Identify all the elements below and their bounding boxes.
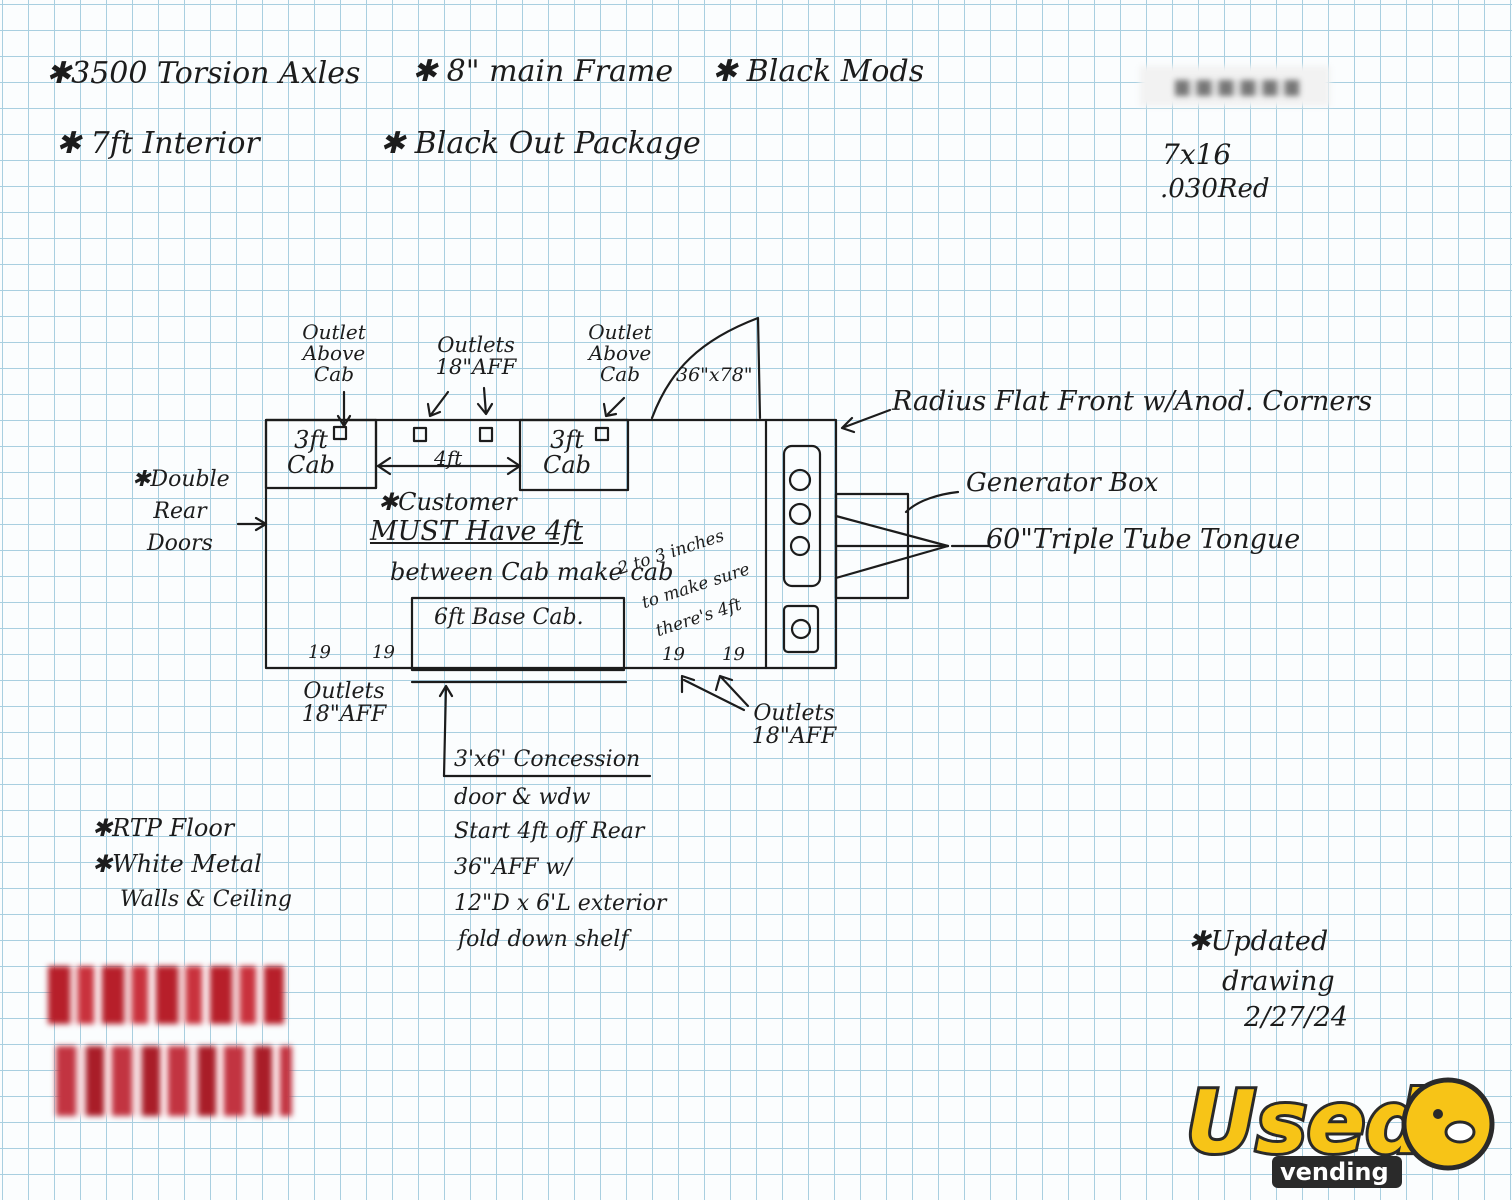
label-radius-flat-front: Radius Flat Front w/Anod. Corners xyxy=(892,386,1373,417)
note-white-metal: ✱White Metal xyxy=(92,850,262,878)
label-front-door-size: 36"x78" xyxy=(676,364,753,386)
label-customer-2: MUST Have 4ft xyxy=(370,516,583,547)
concession-line-6: fold down shelf xyxy=(458,927,629,952)
label-outlets-18-top: Outlets 18"AFF xyxy=(435,333,517,380)
concession-line-5: 12"D x 6'L exterior xyxy=(454,891,667,916)
window-panel-lower xyxy=(782,604,820,654)
logo-sub-text: vending xyxy=(1280,1158,1389,1186)
outlet-arrow-3 xyxy=(476,386,494,416)
round-vent-3 xyxy=(789,535,811,557)
generator-leader xyxy=(904,490,960,514)
logo-piggy-icon xyxy=(1401,1077,1495,1171)
concession-line-1: 3'x6' Concession xyxy=(454,747,641,772)
dimension-arrow-left xyxy=(376,456,392,476)
label-cab-left: 3ft Cab xyxy=(286,426,336,480)
logo-sub-band xyxy=(1272,1156,1402,1188)
window-panel-upper xyxy=(782,444,822,588)
label-customer-1: ✱Customer xyxy=(378,488,517,516)
dimension-arrow-right xyxy=(506,456,522,476)
outlet-arrow-1 xyxy=(336,390,352,428)
outlet-bottom-arrow-1 xyxy=(714,674,750,708)
concession-line-3: Start 4ft off Rear xyxy=(454,819,645,844)
base-cab-box xyxy=(410,596,626,672)
rear-door-arrow xyxy=(236,516,268,532)
note-drawing: drawing xyxy=(1222,966,1335,997)
label-base-cab: 6ft Base Cab. xyxy=(434,605,584,630)
outlet-symbols-top xyxy=(332,425,610,443)
note-blackout-package: ✱ Black Out Package xyxy=(380,126,701,161)
cab-right-box xyxy=(518,418,630,492)
note-date: 2/27/24 xyxy=(1244,1002,1349,1033)
label-outlets-bottom-left: Outlets 18"AFF xyxy=(301,679,387,728)
note-walls-ceiling: Walls & Ceiling xyxy=(120,887,292,912)
outlet-arrow-4 xyxy=(602,396,626,418)
redacted-stamp-top xyxy=(48,966,284,1024)
logo-piggy-snout xyxy=(1444,1120,1476,1144)
tongue-tube-1 xyxy=(834,514,950,548)
outlet-mark-4: 19 xyxy=(722,644,745,665)
label-outlets-bottom-right: Outlets 18"AFF xyxy=(751,701,837,750)
spec-size: 7x16 xyxy=(1162,138,1232,171)
concession-line-4: 36"AFF w/ xyxy=(454,855,572,880)
concession-line-2: door & wdw xyxy=(454,785,591,810)
label-customer-3: between Cab make cab xyxy=(390,558,674,586)
front-door-swing xyxy=(650,316,762,420)
spec-skin: .030Red xyxy=(1160,174,1270,204)
label-cab-right: 3ft Cab xyxy=(542,426,592,480)
logo-piggy-eye xyxy=(1433,1109,1443,1119)
tongue-tube-3 xyxy=(834,544,950,580)
outlet-mark-2: 19 xyxy=(372,642,395,663)
radius-leader xyxy=(840,408,892,434)
round-vent-4 xyxy=(790,618,812,640)
note-main-frame: ✱ 8" main Frame xyxy=(412,54,674,89)
label-generator-box: Generator Box xyxy=(966,468,1159,498)
label-outlet-above-cab-left: Outlet Above Cab xyxy=(302,320,366,386)
note-torsion-axles: ✱3500 Torsion Axles xyxy=(46,56,361,91)
redacted-stamp-bottom xyxy=(56,1046,292,1116)
label-outlet-above-cab-right: Outlet Above Cab xyxy=(588,320,652,386)
note-interior: ✱ 7ft Interior xyxy=(56,126,260,161)
note-black-mods: ✱ Black Mods xyxy=(712,54,925,89)
round-vent-2 xyxy=(788,502,812,526)
outlet-mark-1: 19 xyxy=(308,642,331,663)
outlet-arrow-2 xyxy=(426,390,450,418)
round-vent-1 xyxy=(788,468,812,492)
note-rtp-floor: ✱RTP Floor xyxy=(92,814,235,842)
redacted-dots xyxy=(1175,80,1300,96)
label-gap-4ft: 4ft xyxy=(434,446,463,470)
note-updated: ✱Updated xyxy=(1188,926,1329,957)
label-double-rear-doors: ✱Double Rear Doors xyxy=(132,467,230,556)
label-triple-tube-tongue: 60"Triple Tube Tongue xyxy=(986,524,1301,555)
outlet-mark-3: 19 xyxy=(662,644,685,665)
concession-arrow xyxy=(438,684,454,778)
outlet-bottom-arrow-2 xyxy=(680,674,746,712)
used-vending-logo: Used vending xyxy=(1183,1070,1495,1188)
